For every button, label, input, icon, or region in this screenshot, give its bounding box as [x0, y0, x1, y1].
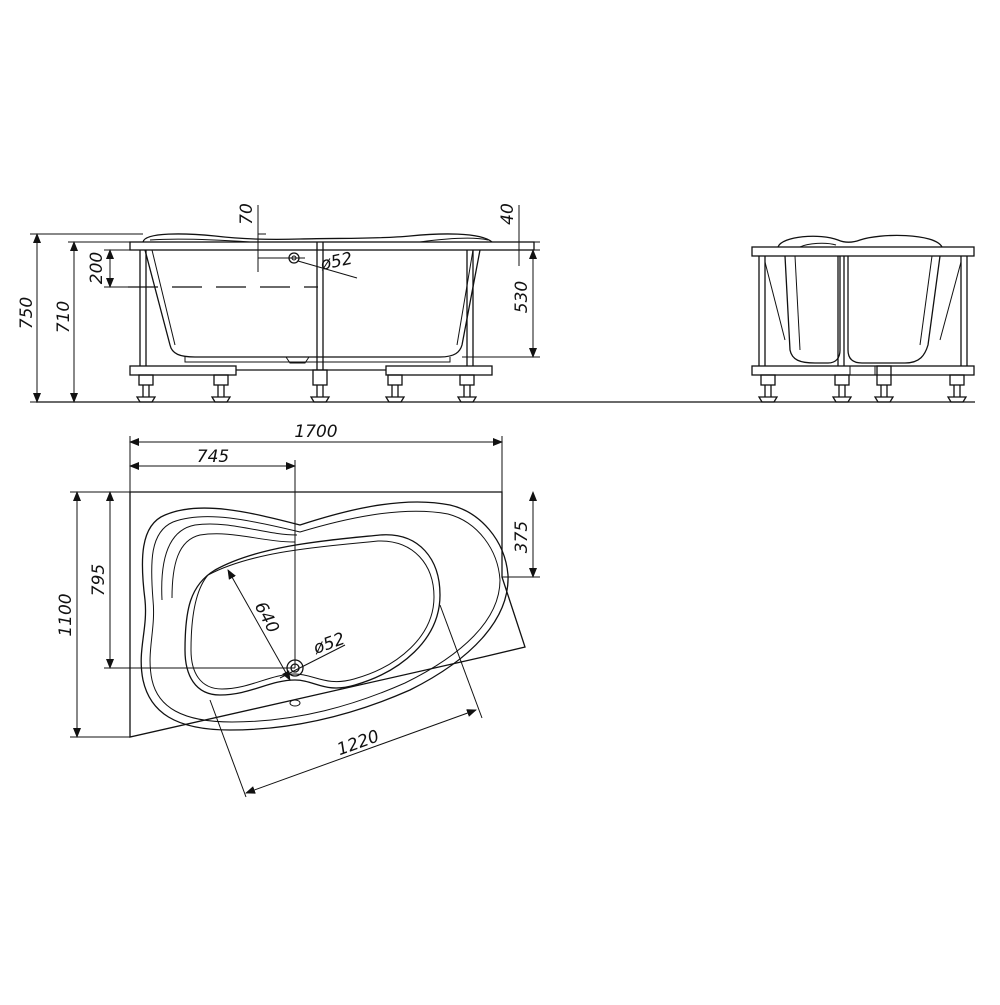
headrest: [142, 233, 493, 243]
dim-inner-depth: 530: [462, 249, 540, 358]
dim-drain-depth: 200: [87, 249, 130, 288]
dim-height-rim: 710: [54, 241, 130, 403]
rim: [129, 241, 535, 251]
basin: [184, 534, 441, 696]
side-elevation: [751, 234, 975, 403]
label-drain-diameter-plan: ø52: [310, 629, 348, 659]
base-frame: [129, 365, 237, 376]
plan-view: [129, 491, 526, 738]
dim-inner-width: 640: [227, 569, 291, 681]
dim-length: 1700: [129, 422, 503, 492]
label-inner-length: 1220: [335, 727, 382, 761]
label-inner-depth: 530: [512, 281, 532, 313]
feet: [135, 369, 478, 403]
dim-rim-thickness: 40: [498, 203, 540, 266]
dim-drain-diameter-plan: ø52: [279, 629, 348, 679]
label-short-side: 375: [512, 521, 532, 553]
label-drain-from-back: 795: [89, 564, 109, 596]
dim-inner-length: 1220: [209, 604, 483, 798]
tub-body: [144, 249, 481, 358]
plan-outline: [129, 491, 526, 738]
dim-height-total: 750: [17, 233, 143, 403]
label-length: 1700: [294, 422, 337, 442]
label-rim-thickness: 40: [498, 203, 518, 225]
label-height-total: 750: [17, 297, 37, 329]
label-drain-depth: 200: [87, 252, 107, 284]
front-elevation: ø52: [128, 233, 535, 403]
label-overflow-offset: 70: [237, 203, 257, 225]
dim-width: 1100: [56, 491, 130, 738]
label-drain-from-left: 745: [197, 447, 229, 467]
dim-short-side: 375: [502, 491, 540, 578]
label-width: 1100: [56, 593, 76, 636]
label-height-rim: 710: [54, 301, 74, 333]
dim-drain-from-left: 745: [129, 447, 296, 668]
dim-overflow-offset: 70: [237, 203, 266, 272]
dim-drain-from-back: 795: [89, 491, 295, 669]
